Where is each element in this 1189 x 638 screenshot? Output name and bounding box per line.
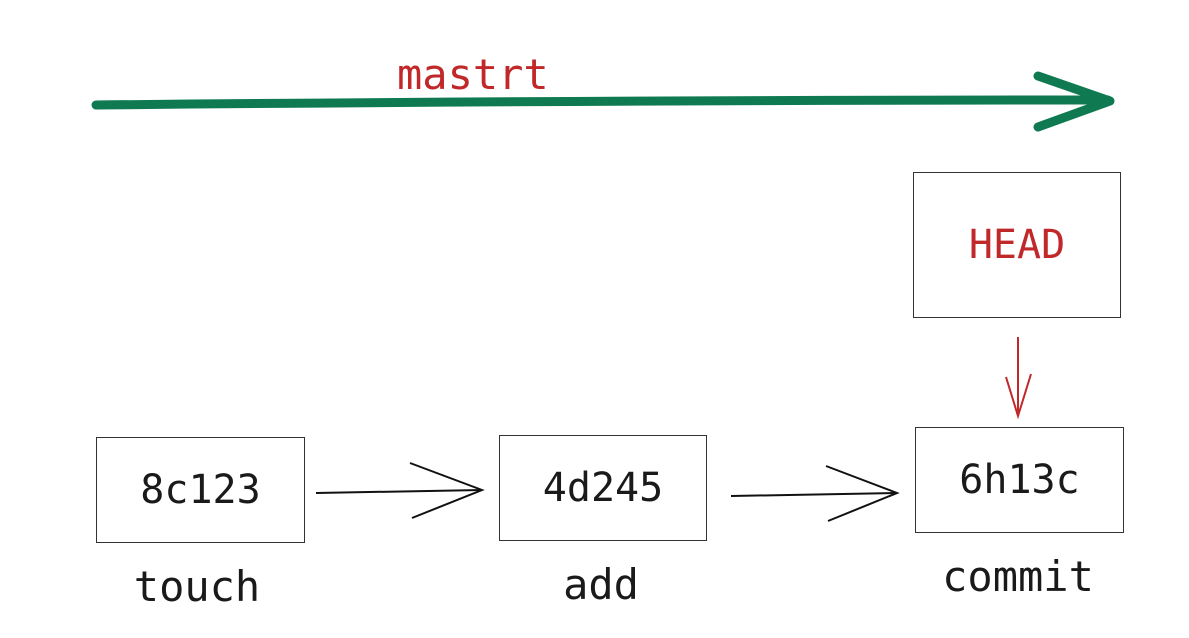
commit-action-label: add [563, 560, 639, 609]
commit-box-1: 8c123 [96, 437, 305, 543]
commit-action-label: commit [942, 552, 1094, 601]
commit-hash: 6h13c [959, 457, 1080, 503]
commit-box-2: 4d245 [499, 435, 707, 541]
head-pointer-arrow [1005, 337, 1032, 420]
commit-action-label: touch [133, 562, 261, 611]
head-label: HEAD [968, 222, 1066, 268]
commit-hash: 4d245 [542, 465, 664, 511]
commit-hash: 8c123 [140, 467, 261, 513]
branch-arrow [91, 71, 1115, 132]
head-box: HEAD [913, 172, 1121, 318]
branch-label: mastrt [397, 50, 549, 99]
commit-box-3: 6h13c [915, 427, 1124, 533]
arrow-commit-2-to-3 [730, 465, 900, 522]
arrow-commit-1-to-2 [315, 462, 485, 519]
